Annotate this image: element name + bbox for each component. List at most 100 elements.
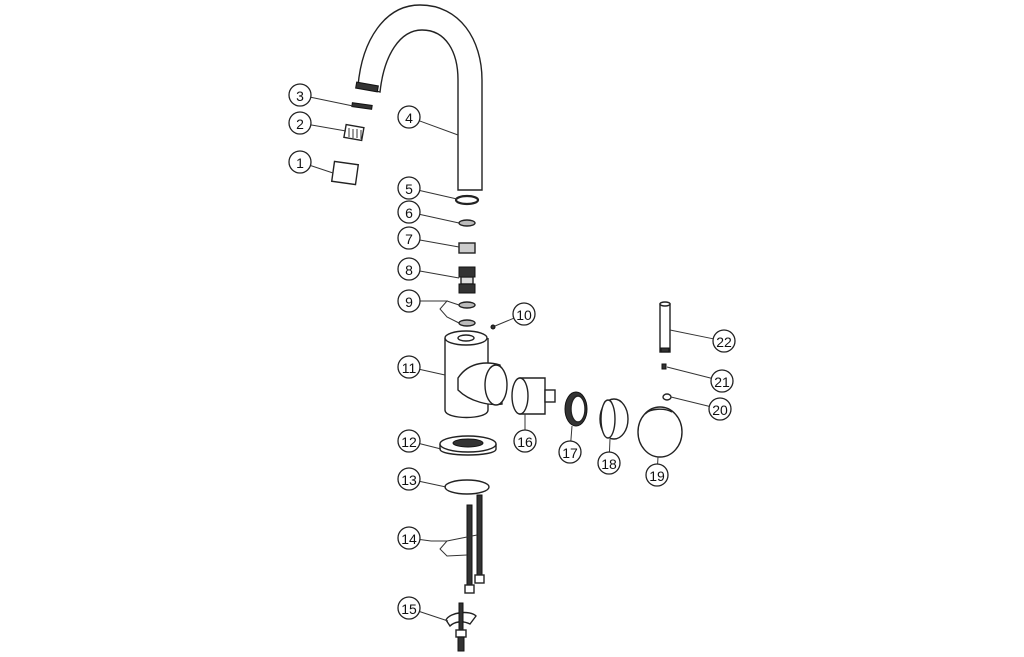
callout-circle <box>397 429 421 453</box>
callout-leader-line <box>670 396 710 407</box>
callout-circle <box>712 329 736 353</box>
callout-6: 6 <box>397 200 460 224</box>
callout-leader-line <box>419 120 459 136</box>
callout-circle <box>397 200 421 224</box>
part-spout <box>355 4 483 191</box>
callout-circle <box>645 463 669 487</box>
callout-number: 22 <box>716 334 732 350</box>
part-fixing-stud-15 <box>445 602 477 652</box>
callout-number: 12 <box>401 434 417 450</box>
callout-21: 21 <box>666 366 734 393</box>
part-lever-22 <box>659 301 671 353</box>
part-oring-20 <box>662 393 672 401</box>
callout-16: 16 <box>513 414 537 453</box>
callout-11: 11 <box>397 355 446 379</box>
callout-leader-line <box>419 480 447 488</box>
callout-5: 5 <box>397 176 458 200</box>
callout-number: 9 <box>405 294 413 310</box>
part-body-11 <box>444 330 508 419</box>
callout-circle <box>597 451 621 475</box>
callout-number: 17 <box>562 445 578 461</box>
callout-leader-line <box>419 538 432 542</box>
callout-number: 13 <box>401 472 417 488</box>
callout-leader-line <box>419 189 458 200</box>
callout-number: 11 <box>402 360 417 376</box>
callout-number: 18 <box>601 456 617 472</box>
callout-10: 10 <box>494 302 536 327</box>
callout-2: 2 <box>288 111 347 135</box>
part-filter-2 <box>343 123 365 142</box>
part-hoses-14 <box>431 494 485 594</box>
callout-circle <box>710 369 734 393</box>
callout-leader-line <box>310 124 347 132</box>
part-cartridge-16 <box>511 377 556 415</box>
callout-number: 16 <box>517 434 533 450</box>
callout-13: 13 <box>397 467 447 491</box>
callout-number: 8 <box>405 262 413 278</box>
callout-8: 8 <box>397 257 460 281</box>
callout-circle <box>397 226 421 250</box>
part-nut-7 <box>458 242 476 254</box>
callout-17: 17 <box>558 425 582 464</box>
part-handle-19 <box>637 406 683 458</box>
callout-leader-line <box>419 270 460 279</box>
part-oring-5 <box>454 194 480 206</box>
callout-leader-line <box>419 239 460 248</box>
callout-number: 14 <box>401 531 417 547</box>
callout-circle <box>288 83 312 107</box>
part-shroud-18 <box>599 398 629 440</box>
callout-number: 15 <box>401 601 417 617</box>
callout-circle <box>708 397 732 421</box>
part-washer-9a <box>458 301 476 309</box>
part-grub-screw-10 <box>490 324 496 330</box>
part-base-plate-12 <box>439 435 497 456</box>
callout-leader-line <box>310 165 334 174</box>
callout-circle <box>288 111 312 135</box>
callout-circle <box>397 467 421 491</box>
callout-leader-line <box>419 443 442 450</box>
callout-12: 12 <box>397 429 442 453</box>
callout-circle <box>558 440 582 464</box>
callout-leader-line <box>419 368 446 376</box>
callout-leader-line <box>310 96 354 107</box>
callout-number: 6 <box>405 205 413 221</box>
part-connector-8 <box>458 266 476 294</box>
callout-3: 3 <box>288 83 354 107</box>
callout-leader-line <box>419 611 449 622</box>
part-washer-9b <box>458 319 476 327</box>
callout-leader-line <box>570 425 573 442</box>
part-aerator-1 <box>330 160 360 186</box>
callout-number: 1 <box>296 155 304 171</box>
callout-number: 20 <box>712 402 728 418</box>
callout-4: 4 <box>397 105 459 136</box>
callout-number: 2 <box>296 116 304 132</box>
part-washer-3 <box>351 102 373 110</box>
callout-22: 22 <box>669 329 736 353</box>
callout-circle <box>397 526 421 550</box>
callout-18: 18 <box>597 438 621 475</box>
callout-number: 19 <box>649 468 665 484</box>
callout-15: 15 <box>397 596 449 622</box>
callout-1: 1 <box>288 150 334 174</box>
callout-leader-line <box>494 317 515 327</box>
callout-9: 9 <box>397 289 431 313</box>
callout-leader-line <box>669 329 714 340</box>
callout-leader-line <box>419 213 460 224</box>
callout-circle <box>397 289 421 313</box>
callout-number: 5 <box>405 181 413 197</box>
callout-circle <box>397 105 421 129</box>
callout-circle <box>288 150 312 174</box>
callout-number: 21 <box>714 374 730 390</box>
callout-19: 19 <box>645 456 669 487</box>
part-ring-17 <box>564 391 588 427</box>
callout-number: 7 <box>405 231 413 247</box>
callout-circle <box>397 596 421 620</box>
part-gasket-13 <box>444 479 490 495</box>
callout-leader-line <box>666 366 712 379</box>
callout-circle <box>397 355 421 379</box>
callout-number: 4 <box>405 110 413 126</box>
callout-circle <box>513 429 537 453</box>
callout-number: 3 <box>296 88 304 104</box>
callout-20: 20 <box>670 396 732 421</box>
